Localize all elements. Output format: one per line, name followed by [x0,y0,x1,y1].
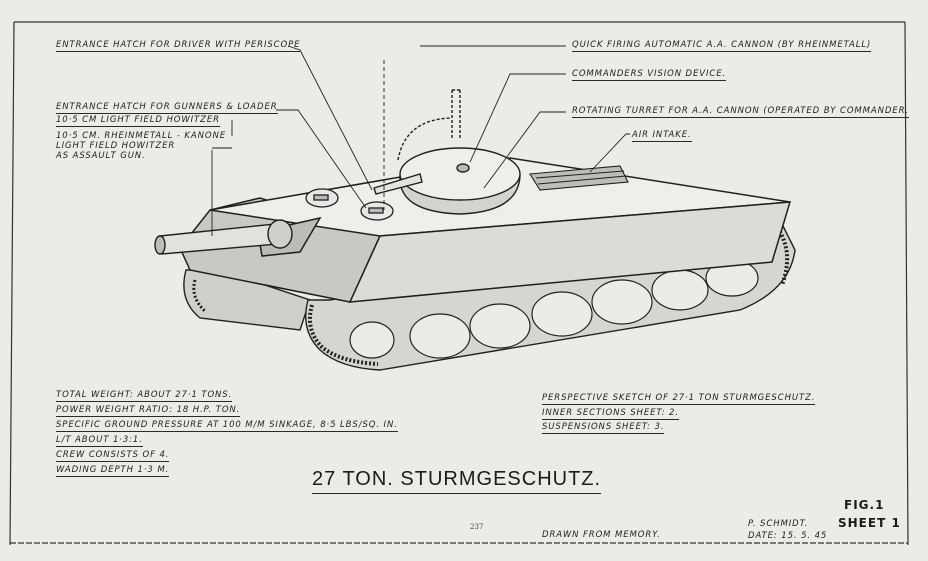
spec-power-weight: POWER WEIGHT RATIO: 18 H.P. TON. [56,405,241,417]
label-aa-cannon: QUICK FIRING AUTOMATIC A.A. CANNON (BY R… [572,40,872,52]
spec-crew: CREW CONSISTS OF 4. [56,450,170,462]
spec-total-weight: TOTAL WEIGHT: ABOUT 27·1 TONS. [56,390,233,402]
label-vision-device: COMMANDERS VISION DEVICE. [572,69,727,81]
label-driver-hatch: ENTRANCE HATCH FOR DRIVER WITH PERISCOPE [56,40,301,52]
label-kanone-line1: 10·5 CM. RHEINMETALL - KANONE [56,131,226,141]
label-gunner-hatch: ENTRANCE HATCH FOR GUNNERS & LOADER [56,102,278,114]
spec-ground-pressure: SPECIFIC GROUND PRESSURE AT 100 M/M SINK… [56,420,398,432]
label-howitzer: 10·5 CM LIGHT FIELD HOWITZER [56,115,220,127]
ref-perspective-sketch: PERSPECTIVE SKETCH OF 27·1 TON STURMGESC… [542,393,816,405]
spec-wading-depth: WADING DEPTH 1·3 M. [56,465,170,477]
sheet-number: SHEET 1 [838,516,901,530]
label-air-intake: AIR INTAKE. [632,130,692,142]
drawing-title: 27 TON. STURMGESCHUTZ. [312,468,602,494]
ref-inner-sections: INNER SECTIONS SHEET: 2. [542,408,679,420]
spec-length-track: L/T ABOUT 1·3:1. [56,435,143,447]
label-kanone-line2: LIGHT FIELD HOWITZER [56,141,176,151]
turret [373,89,521,215]
label-kanone-line3: AS ASSAULT GUN. [56,151,146,161]
air-intake-grille [529,165,629,191]
leader-lines [211,45,630,236]
date: DATE: 15. 5. 45 [748,531,828,541]
figure-number: FIG.1 [844,498,885,512]
sheet-border [9,21,909,546]
label-turret: ROTATING TURRET FOR A.A. CANNON (OPERATE… [572,106,909,118]
drawn-note: DRAWN FROM MEMORY. [542,530,661,540]
ref-suspensions: SUSPENSIONS SHEET: 3. [542,422,665,434]
author: P. SCHMIDT. [748,519,809,529]
main-gun [154,219,293,255]
page-number: 237 [470,523,484,531]
hatches [305,188,394,221]
